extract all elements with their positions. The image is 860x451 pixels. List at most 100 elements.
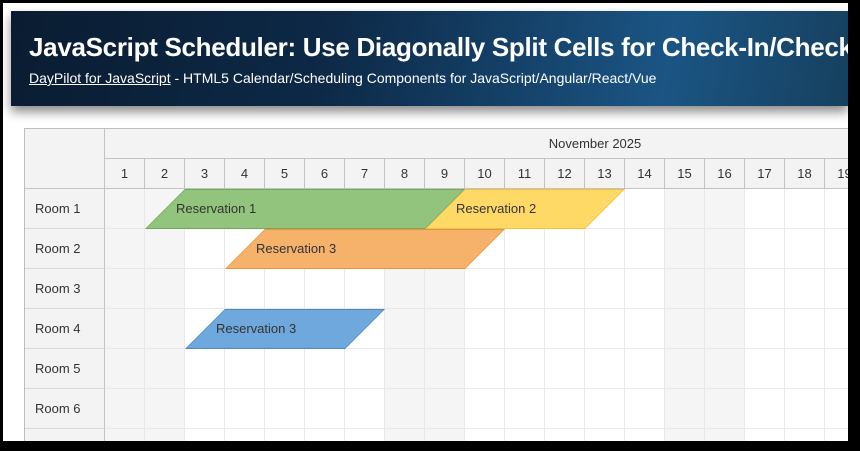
row-header-room-2[interactable]: Room 2 <box>25 229 105 269</box>
cell-r5-d19[interactable] <box>825 349 848 389</box>
day-header-2[interactable]: 2 <box>145 159 185 189</box>
cell-r3-d9[interactable] <box>425 269 465 309</box>
cell-r3-d13[interactable] <box>585 269 625 309</box>
cell-r5-d11[interactable] <box>505 349 545 389</box>
cell-r6-d1[interactable] <box>105 389 145 429</box>
day-header-11[interactable]: 11 <box>505 159 545 189</box>
day-header-10[interactable]: 10 <box>465 159 505 189</box>
cell-r3-d7[interactable] <box>345 269 385 309</box>
day-header-8[interactable]: 8 <box>385 159 425 189</box>
cell-r3-d17[interactable] <box>745 269 785 309</box>
cell-r2-d18[interactable] <box>785 229 825 269</box>
day-header-1[interactable]: 1 <box>105 159 145 189</box>
cell-r6-d17[interactable] <box>745 389 785 429</box>
cell-r6-d16[interactable] <box>705 389 745 429</box>
cell-r1-d16[interactable] <box>705 189 745 229</box>
cell-r7-d18[interactable] <box>785 429 825 441</box>
cell-r3-d1[interactable] <box>105 269 145 309</box>
cell-r4-d18[interactable] <box>785 309 825 349</box>
cell-r2-d1[interactable] <box>105 229 145 269</box>
day-header-6[interactable]: 6 <box>305 159 345 189</box>
cell-r5-d12[interactable] <box>545 349 585 389</box>
cell-r7-d7[interactable] <box>345 429 385 441</box>
cell-r3-d2[interactable] <box>145 269 185 309</box>
cell-r4-d2[interactable] <box>145 309 185 349</box>
cell-r7-d6[interactable] <box>305 429 345 441</box>
row-header-room-5[interactable]: Room 5 <box>25 349 105 389</box>
day-header-12[interactable]: 12 <box>545 159 585 189</box>
cell-r7-d14[interactable] <box>625 429 665 441</box>
cell-r6-d18[interactable] <box>785 389 825 429</box>
cell-r5-d13[interactable] <box>585 349 625 389</box>
cell-r7-d8[interactable] <box>385 429 425 441</box>
cell-r3-d12[interactable] <box>545 269 585 309</box>
cell-r3-d14[interactable] <box>625 269 665 309</box>
day-header-17[interactable]: 17 <box>745 159 785 189</box>
cell-r2-d11[interactable] <box>505 229 545 269</box>
cell-r4-d12[interactable] <box>545 309 585 349</box>
cell-r6-d4[interactable] <box>225 389 265 429</box>
cell-r4-d17[interactable] <box>745 309 785 349</box>
cell-r4-d15[interactable] <box>665 309 705 349</box>
day-header-13[interactable]: 13 <box>585 159 625 189</box>
cell-r3-d19[interactable] <box>825 269 848 309</box>
cell-r7-d19[interactable] <box>825 429 848 441</box>
cell-r6-d8[interactable] <box>385 389 425 429</box>
cell-r7-d5[interactable] <box>265 429 305 441</box>
cell-r7-d17[interactable] <box>745 429 785 441</box>
cell-r4-d9[interactable] <box>425 309 465 349</box>
cell-r3-d4[interactable] <box>225 269 265 309</box>
cell-r4-d10[interactable] <box>465 309 505 349</box>
cell-r5-d17[interactable] <box>745 349 785 389</box>
cell-r3-d16[interactable] <box>705 269 745 309</box>
cell-r3-d11[interactable] <box>505 269 545 309</box>
cell-r4-d13[interactable] <box>585 309 625 349</box>
cell-r2-d17[interactable] <box>745 229 785 269</box>
cell-r7-d2[interactable] <box>145 429 185 441</box>
day-header-16[interactable]: 16 <box>705 159 745 189</box>
cell-r3-d10[interactable] <box>465 269 505 309</box>
cell-r7-d9[interactable] <box>425 429 465 441</box>
cell-r1-d14[interactable] <box>625 189 665 229</box>
cell-r3-d15[interactable] <box>665 269 705 309</box>
cell-r5-d4[interactable] <box>225 349 265 389</box>
cell-r6-d15[interactable] <box>665 389 705 429</box>
cell-r5-d6[interactable] <box>305 349 345 389</box>
cell-r1-d19[interactable] <box>825 189 848 229</box>
day-header-14[interactable]: 14 <box>625 159 665 189</box>
cell-r6-d11[interactable] <box>505 389 545 429</box>
row-header-room-1[interactable]: Room 1 <box>25 189 105 229</box>
cell-r4-d8[interactable] <box>385 309 425 349</box>
cell-r6-d13[interactable] <box>585 389 625 429</box>
cell-r5-d7[interactable] <box>345 349 385 389</box>
row-header-room-3[interactable]: Room 3 <box>25 269 105 309</box>
cell-r7-d1[interactable] <box>105 429 145 441</box>
cell-r4-d16[interactable] <box>705 309 745 349</box>
day-header-3[interactable]: 3 <box>185 159 225 189</box>
cell-r1-d18[interactable] <box>785 189 825 229</box>
daypilot-link[interactable]: DayPilot for JavaScript <box>29 70 171 86</box>
cell-r5-d1[interactable] <box>105 349 145 389</box>
cell-r1-d1[interactable] <box>105 189 145 229</box>
cell-r6-d7[interactable] <box>345 389 385 429</box>
cell-r6-d14[interactable] <box>625 389 665 429</box>
cell-r6-d10[interactable] <box>465 389 505 429</box>
cell-r2-d15[interactable] <box>665 229 705 269</box>
cell-r5-d8[interactable] <box>385 349 425 389</box>
day-header-7[interactable]: 7 <box>345 159 385 189</box>
cell-r3-d5[interactable] <box>265 269 305 309</box>
cell-r5-d10[interactable] <box>465 349 505 389</box>
cell-r6-d2[interactable] <box>145 389 185 429</box>
cell-r7-d3[interactable] <box>185 429 225 441</box>
cell-r6-d9[interactable] <box>425 389 465 429</box>
cell-r4-d1[interactable] <box>105 309 145 349</box>
cell-r7-d4[interactable] <box>225 429 265 441</box>
cell-r2-d2[interactable] <box>145 229 185 269</box>
cell-r5-d18[interactable] <box>785 349 825 389</box>
cell-r6-d3[interactable] <box>185 389 225 429</box>
cell-r2-d3[interactable] <box>185 229 225 269</box>
cell-r7-d12[interactable] <box>545 429 585 441</box>
cell-r2-d16[interactable] <box>705 229 745 269</box>
cell-r7-d15[interactable] <box>665 429 705 441</box>
day-header-4[interactable]: 4 <box>225 159 265 189</box>
